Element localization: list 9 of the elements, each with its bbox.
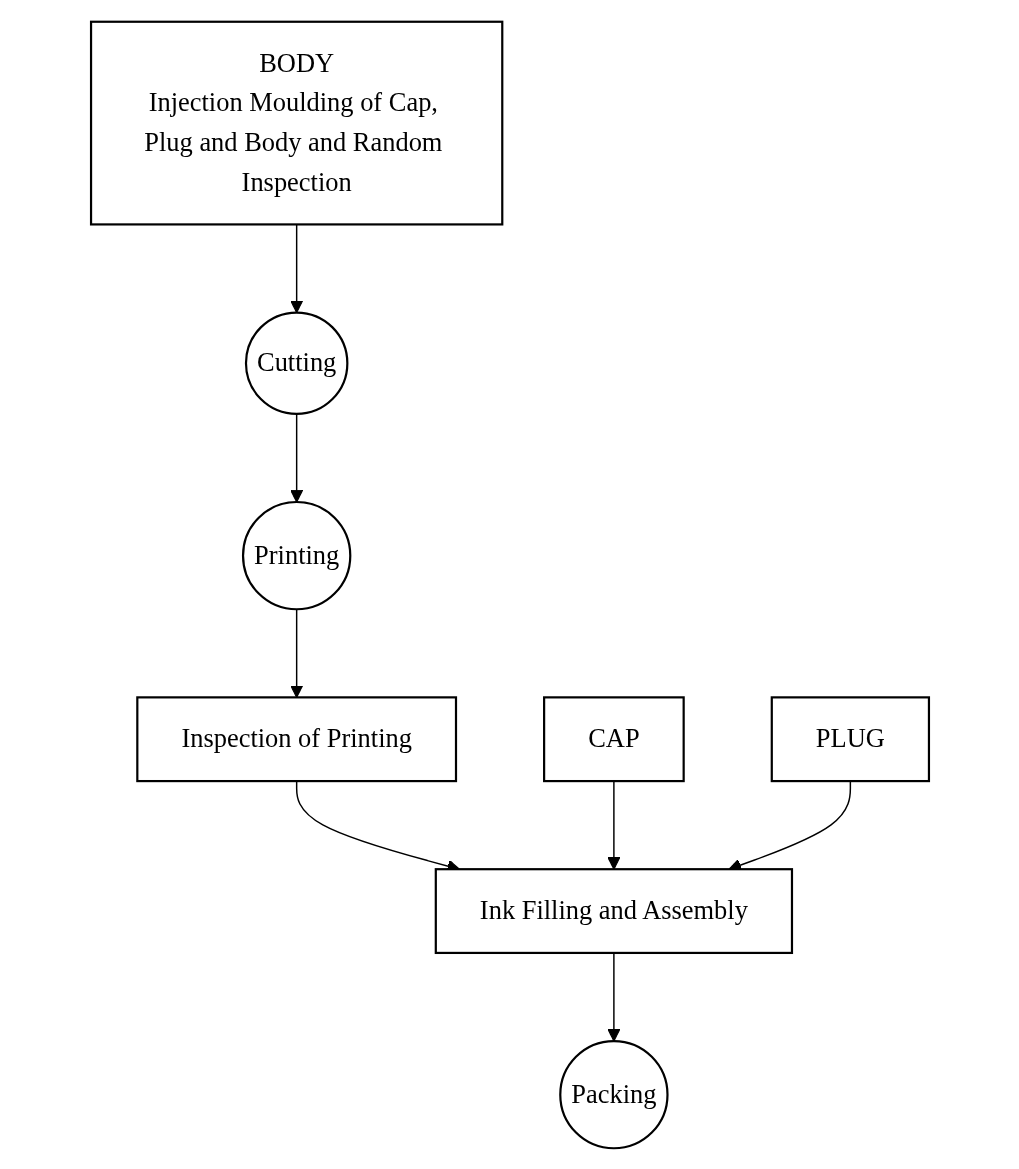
arrow [289,223,303,313]
node-box: PLUG [770,695,930,782]
node-box: BODY Injection Moulding of Cap, Plug and Body and Random Inspection [89,20,503,225]
node-box: Inspection of Printing [135,695,457,782]
node-circle: Packing [558,1039,669,1149]
node-box: CAP [542,695,685,782]
node-circle: Cutting [244,310,348,415]
node-box: Ink Filling and Assembly [434,867,793,954]
node-circle: Printing [241,500,351,610]
